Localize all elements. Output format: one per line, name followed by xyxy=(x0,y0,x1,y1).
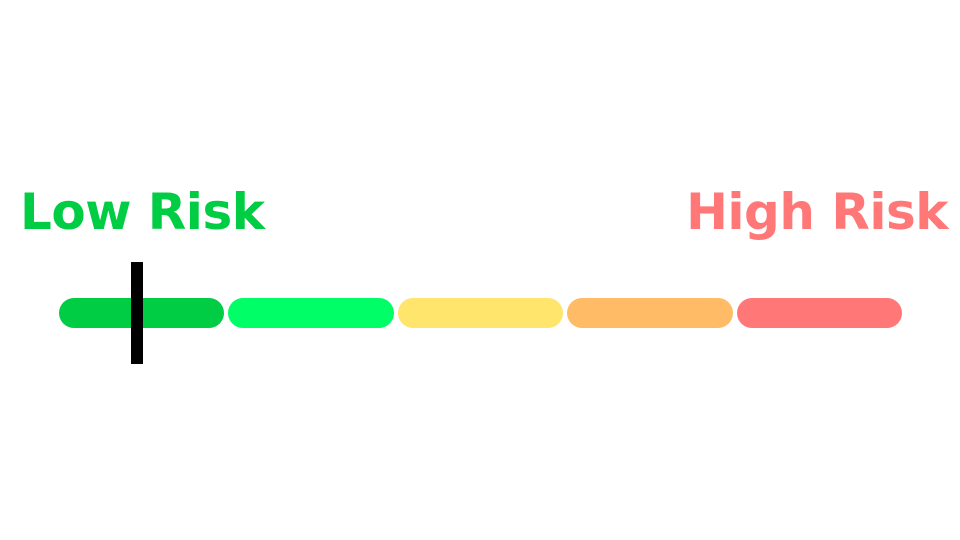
low-risk-label: Low Risk xyxy=(20,183,265,241)
risk-segment-5 xyxy=(736,298,902,328)
risk-scale-bar xyxy=(59,298,902,328)
risk-level-marker xyxy=(130,262,143,364)
risk-segment-2 xyxy=(228,298,394,328)
high-risk-label: High Risk xyxy=(686,183,948,241)
risk-segment-4 xyxy=(567,298,733,328)
risk-segment-3 xyxy=(397,298,564,328)
